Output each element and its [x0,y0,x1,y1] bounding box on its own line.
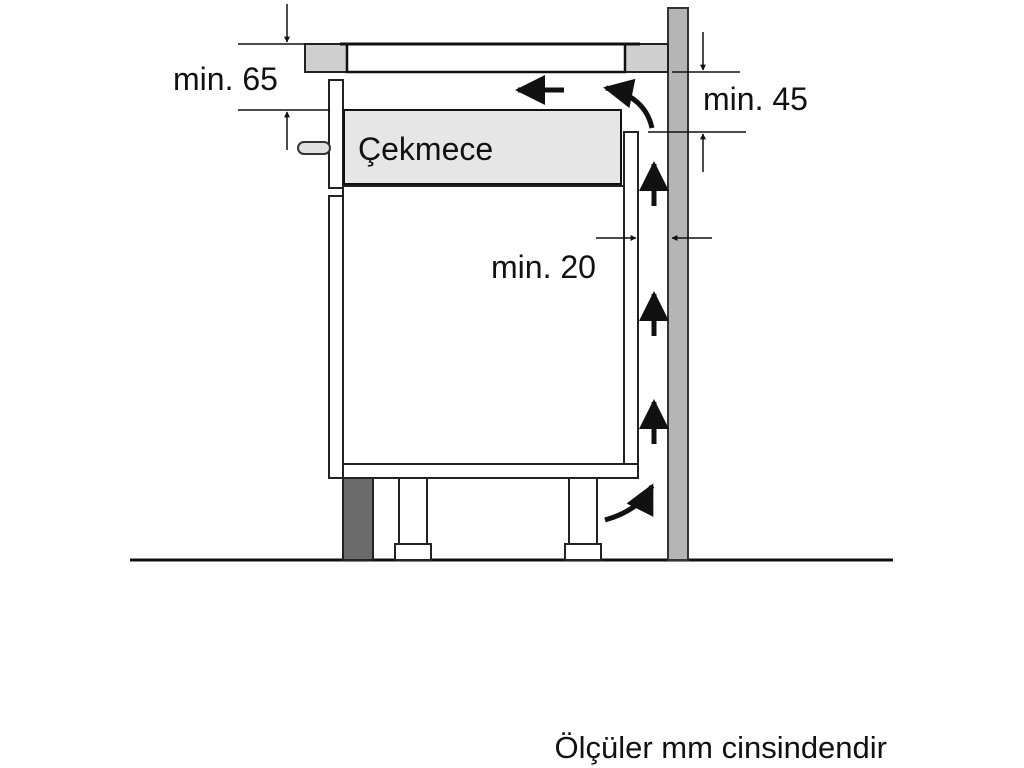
cabinet-back-panel [623,131,639,467]
dimension-side [648,32,746,172]
dimension-top-label: min. 65 [173,61,278,97]
plinth [342,477,374,561]
countertop-right [624,43,669,73]
dimension-top [238,4,330,150]
cabinet-front-upper [328,79,344,189]
leg-left [394,477,432,561]
leg-right [564,477,602,561]
caption: Ölçüler mm cinsindendir [555,730,888,765]
drawer [343,109,622,185]
countertop-left [304,43,348,73]
wall [667,7,689,561]
drawer-knob [297,141,331,155]
drawer-label: Çekmece [358,131,493,167]
hob [345,42,627,74]
cabinet-side-left [328,195,344,479]
cabinet-bottom-shelf [342,463,639,479]
dimension-gap-label: min. 20 [491,249,596,285]
dimension-side-label: min. 45 [703,81,808,117]
airflow-arrows [515,75,669,523]
cabinet-body [342,185,625,467]
